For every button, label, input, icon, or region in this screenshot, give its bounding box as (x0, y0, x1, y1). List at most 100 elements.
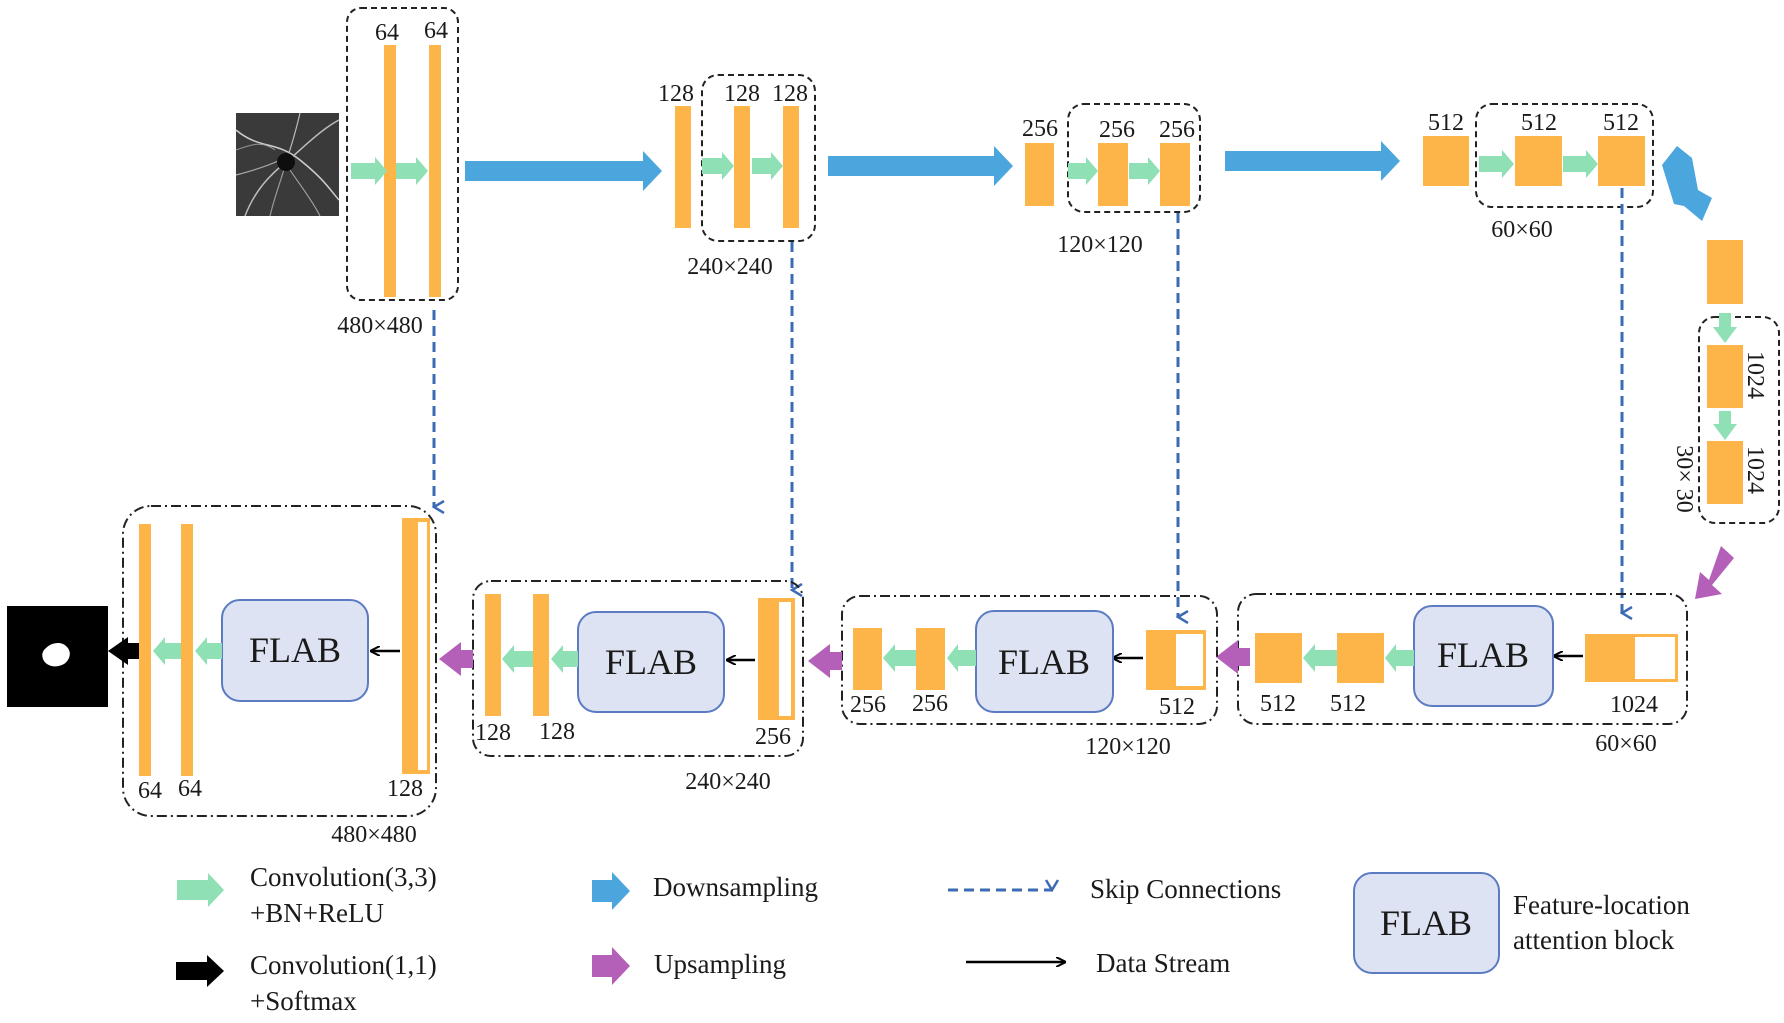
conv-arrow (1479, 150, 1514, 178)
flab-label: FLAB (249, 630, 341, 670)
flab-label: FLAB (998, 642, 1090, 682)
conv11-legend-icon (176, 955, 224, 987)
conv-arrow (1129, 157, 1160, 185)
resolution-label: 120×120 (1085, 734, 1171, 760)
conv-arrow (502, 645, 533, 673)
concat-skip-map (779, 602, 791, 716)
legend-skip: Skip Connections (1090, 874, 1281, 904)
feature-map (181, 524, 193, 776)
conv-arrow (1563, 150, 1598, 178)
feature-map (384, 45, 396, 297)
decoder-stage4-box (1237, 593, 1688, 725)
channel-label: 256 (912, 691, 948, 717)
downsampling-arrow (1662, 146, 1712, 221)
channel-label: 512 (1159, 694, 1195, 720)
conv-arrow (1068, 157, 1098, 185)
feature-map (1025, 143, 1054, 206)
legend-flab-desc-line2: attention block (1513, 925, 1675, 955)
downsampling-arrow (1225, 141, 1400, 181)
channel-label: 256 (850, 692, 886, 718)
conv-arrow (1385, 644, 1414, 672)
downsampling-legend-icon (592, 872, 630, 910)
feature-map (1423, 136, 1469, 186)
channel-label: 512 (1603, 110, 1639, 136)
channel-label: 64 (424, 18, 448, 44)
conv-arrow (1303, 644, 1337, 672)
concat-skip-map (1635, 637, 1675, 679)
bottleneck-box (1698, 316, 1780, 524)
channel-label: 1024 (1742, 446, 1768, 494)
conv-arrow (551, 645, 578, 673)
feature-map (1515, 136, 1562, 186)
encoder-stage4-box (1475, 103, 1654, 208)
resolution-label: 480×480 (331, 822, 417, 848)
channel-label: 512 (1428, 110, 1464, 136)
upsampling-arrow (808, 644, 842, 678)
feature-map (485, 594, 501, 716)
channel-label: 256 (1099, 117, 1135, 143)
feature-map (1337, 633, 1384, 683)
legend-conv33-line2: +BN+ReLU (250, 898, 384, 928)
feature-map (783, 106, 799, 228)
resolution-label: 30× 30 (1671, 445, 1697, 513)
channel-label: 64 (178, 776, 202, 802)
feature-map (1255, 633, 1302, 683)
channel-label: 512 (1260, 691, 1296, 717)
upsampling-arrow (439, 642, 473, 676)
legend-conv11-line2: +Softmax (250, 986, 357, 1016)
encoder-stage3-box (1067, 103, 1201, 213)
legend-flab-desc-line1: Feature-location (1513, 890, 1690, 920)
feature-map (533, 594, 549, 716)
feature-map (1598, 136, 1645, 186)
concat-skip-map (1176, 634, 1203, 686)
conv-arrow (1713, 411, 1737, 440)
input-image (235, 112, 340, 217)
channel-label: 64 (138, 778, 162, 804)
conv-arrow (1713, 313, 1737, 343)
legend-upsampling: Upsampling (654, 949, 786, 979)
channel-label: 256 (755, 724, 791, 750)
channel-label: 128 (724, 81, 760, 107)
legend-flab: FLAB (1380, 903, 1472, 943)
decoder-stage2-box (472, 580, 804, 757)
channel-label: 128 (475, 720, 511, 746)
resolution-label: 480×480 (337, 313, 423, 339)
resolution-label: 120×120 (1057, 232, 1143, 258)
flab-label: FLAB (1437, 635, 1529, 675)
upsampling-legend-icon (592, 947, 630, 985)
feature-map (1707, 441, 1743, 504)
channel-label: 128 (539, 719, 575, 745)
channel-label: 256 (1159, 117, 1195, 143)
channel-label: 128 (658, 81, 694, 107)
conv-arrow (195, 637, 222, 665)
flab-legend-icon (1353, 872, 1500, 974)
feature-map (1707, 345, 1743, 408)
resolution-label: 240×240 (687, 254, 773, 280)
output-mask (7, 606, 108, 707)
conv11-arrow (108, 637, 139, 665)
conv-arrow (752, 152, 783, 180)
feature-map (139, 524, 151, 776)
encoder-stage2-box (701, 74, 816, 242)
legend-conv11-line1: Convolution(1,1) (250, 950, 437, 980)
encoder-stage1-box (346, 7, 459, 301)
channel-label: 256 (1022, 116, 1058, 142)
conv-arrow (351, 157, 387, 185)
conv33-legend-icon (177, 873, 224, 907)
legend-downsampling: Downsampling (653, 872, 818, 902)
conv-arrow (702, 152, 734, 180)
downsampling-arrow (465, 151, 662, 191)
feature-map (429, 45, 441, 297)
resolution-label: 60×60 (1595, 731, 1657, 757)
channel-label: 512 (1330, 691, 1366, 717)
upsampling-arrow (1695, 546, 1734, 599)
legend: Convolution(3,3) +BN+ReLU Convolution(1,… (176, 862, 1690, 1016)
conv-arrow (947, 644, 976, 672)
conv-arrow (153, 637, 181, 665)
resolution-label: 60×60 (1491, 217, 1553, 243)
conv-arrow (396, 157, 428, 185)
feature-map (853, 628, 882, 690)
downsampling-arrow (828, 146, 1013, 186)
